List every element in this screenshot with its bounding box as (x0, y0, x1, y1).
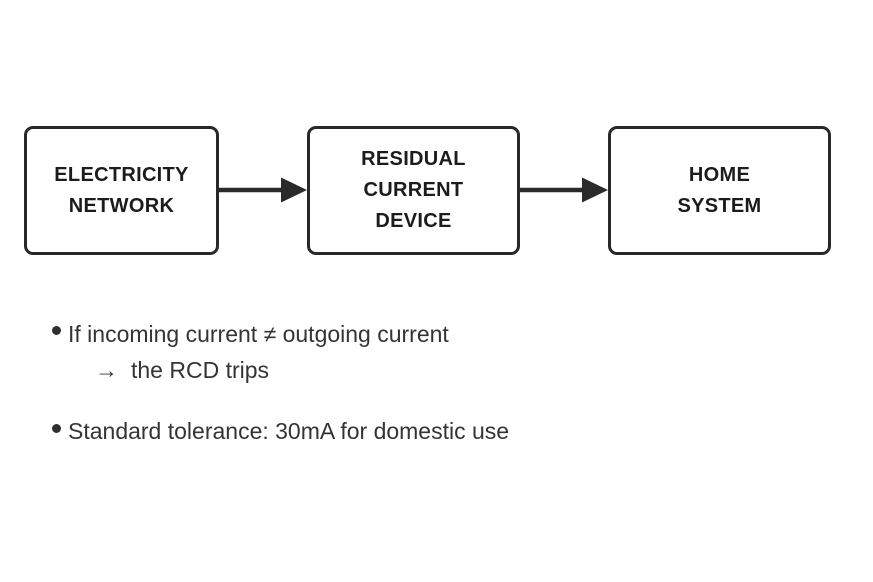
node-electricity-network: ELECTRICITY NETWORK (24, 126, 219, 255)
node-label: ELECTRICITY NETWORK (54, 163, 189, 217)
arrow-right-glyph: → (95, 357, 118, 383)
note-text: Standard tolerance: 30mA for domestic us… (68, 418, 510, 444)
bullet-icon (52, 424, 61, 433)
note-text: If incoming current ≠ outgoing current (68, 321, 449, 347)
note-sub-line: → the RCD trips (95, 356, 269, 384)
node-label: RESIDUAL CURRENT DEVICE (361, 148, 466, 232)
node-residual-current-device: RESIDUAL CURRENT DEVICE (307, 126, 520, 255)
node-label: HOME SYSTEM (677, 163, 762, 217)
right-arrow-icon (218, 177, 307, 203)
note-sub-text: the RCD trips (131, 357, 270, 383)
node-home-system: HOME SYSTEM (608, 126, 831, 255)
bullet-icon (52, 326, 61, 335)
right-arrow-icon (519, 177, 608, 203)
